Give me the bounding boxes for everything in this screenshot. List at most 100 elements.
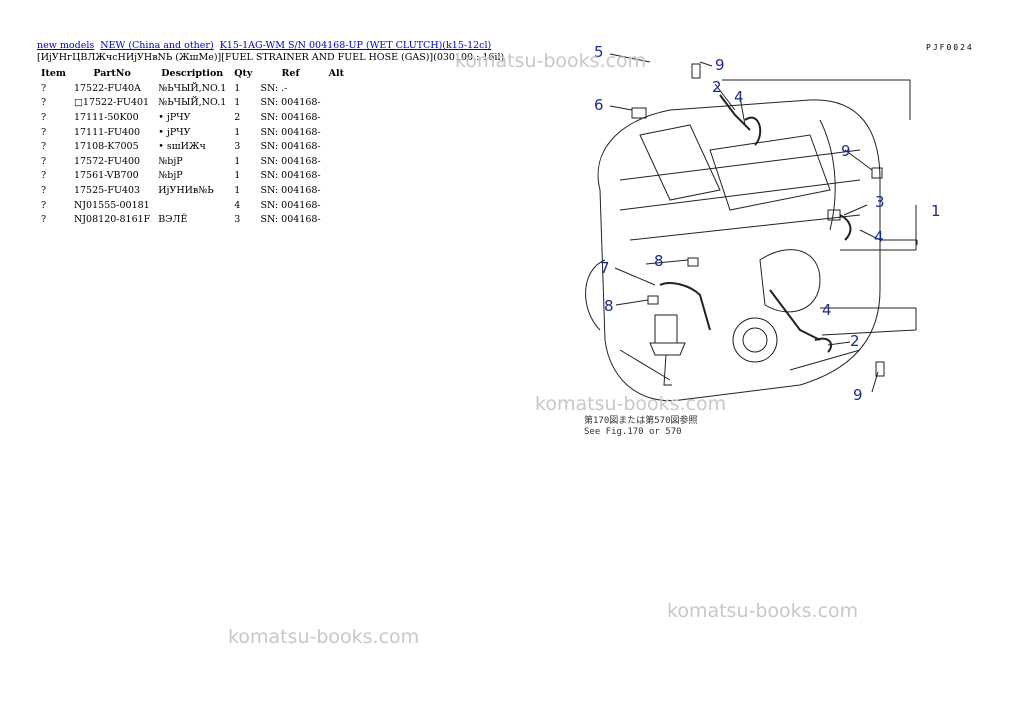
watermark: komatsu-books.com: [667, 600, 859, 622]
callout-9-top: 9: [715, 56, 725, 74]
callout-9-bottom: 9: [853, 386, 863, 404]
row-description: ВЭЛЁ: [158, 214, 188, 226]
row-ref: SN: 004168-: [260, 141, 321, 153]
table-row: ? 17572-FU400 №bjР 1 SN: 004168-: [37, 154, 348, 169]
row-partno: NJ01555-00181: [73, 199, 150, 211]
callout-8-upper: 8: [654, 252, 664, 270]
row-alt: [325, 139, 348, 154]
row-description: №bjР: [158, 170, 183, 182]
row-partno: 17572-FU400: [73, 155, 141, 167]
row-qty: 3: [234, 141, 241, 153]
row-item: ?: [41, 82, 47, 94]
callout-4-right: 4: [874, 228, 884, 246]
row-qty: 1: [234, 184, 241, 196]
table-row: ? NJ01555-00181 4 SN: 004168-: [37, 198, 348, 213]
breadcrumb-link-new-models[interactable]: new models: [37, 40, 95, 51]
row-ref: SN: 004168-: [260, 184, 321, 196]
row-ref: SN: 004168-: [260, 170, 321, 182]
breadcrumb-link-new-china[interactable]: NEW (China and other): [100, 40, 214, 51]
row-alt: [325, 96, 348, 111]
row-description: • jРЧУ: [158, 126, 191, 138]
callout-5: 5: [594, 43, 604, 61]
row-partno: NJ08120-8161F: [73, 214, 151, 226]
callout-8-lower: 8: [604, 297, 614, 315]
row-item: ?: [41, 214, 47, 226]
row-partno: 17561-VB700: [73, 170, 139, 182]
callout-2-top: 2: [712, 78, 722, 96]
row-qty: 4: [234, 199, 241, 211]
row-alt: [325, 154, 348, 169]
row-qty: 2: [234, 111, 241, 123]
table-row: ? 17525-FU403 ИјУНИв№Ь 1 SN: 004168-: [37, 183, 348, 198]
row-description: • ѕшИЖч: [158, 141, 206, 153]
row-qty: 1: [234, 155, 241, 167]
row-ref: SN: 004168-: [260, 111, 321, 123]
row-partno: 17111-50K00: [73, 111, 139, 123]
table-row: ? □17522-FU401 №ЬЧЫЙ,NO.1 1 SN: 004168-: [37, 96, 348, 111]
callout-1: 1: [931, 202, 941, 220]
row-ref: SN: 004168-: [260, 214, 321, 226]
page-code: PJF0024: [926, 43, 974, 52]
table-header-row: Item PartNo Description Qty Ref Alt: [37, 66, 348, 81]
watermark: komatsu-books.com: [228, 626, 420, 648]
row-partno: □17522-FU401: [73, 97, 150, 109]
table-row: ? 17522-FU40A №ЬЧЫЙ,NO.1 1 SN: .-: [37, 81, 348, 96]
callout-6: 6: [594, 96, 604, 114]
row-description: ИјУНИв№Ь: [158, 184, 214, 196]
watermark: komatsu-books.com: [455, 50, 647, 72]
col-partno-header: PartNo: [93, 68, 131, 79]
breadcrumb: new models NEW (China and other) K15-1AG…: [37, 40, 494, 51]
callout-7: 7: [600, 259, 610, 277]
col-ref-header: Ref: [281, 68, 300, 79]
row-description: [154, 198, 230, 213]
row-item: ?: [41, 199, 47, 211]
row-alt: [325, 212, 348, 227]
row-ref: SN: 004168-: [260, 97, 321, 109]
table-row: ? NJ08120-8161F ВЭЛЁ 3 SN: 004168-: [37, 212, 348, 227]
callout-9-right: 9: [841, 142, 851, 160]
row-description: №ЬЧЫЙ,NO.1: [158, 82, 227, 94]
row-partno: 17111-FU400: [73, 126, 141, 138]
row-alt: [325, 183, 348, 198]
row-item: ?: [41, 170, 47, 182]
row-partno: 17522-FU40A: [73, 82, 141, 94]
page-subtitle: [ИјУНгЦВЛЖчсНИјУНвNЬ (ЖшМе)][FUEL STRAIN…: [37, 52, 505, 63]
row-item: ?: [41, 97, 47, 109]
row-alt: [325, 81, 348, 96]
table-row: ? 17561-VB700 №bjР 1 SN: 004168-: [37, 169, 348, 184]
row-qty: 1: [234, 82, 241, 94]
callout-3: 3: [875, 193, 885, 211]
row-ref: SN: 004168-: [260, 199, 321, 211]
parts-table: Item PartNo Description Qty Ref Alt ? 175…: [37, 66, 348, 227]
row-qty: 1: [234, 126, 241, 138]
col-item-header: Item: [41, 68, 66, 79]
row-description: №ЬЧЫЙ,NO.1: [158, 97, 227, 109]
row-alt: [325, 110, 348, 125]
row-qty: 1: [234, 170, 241, 182]
row-alt: [325, 125, 348, 140]
col-alt-header: Alt: [328, 68, 345, 79]
row-partno: 17525-FU403: [73, 184, 141, 196]
watermark: komatsu-books.com: [535, 393, 727, 415]
exploded-parts-diagram: 5 9 2 4 6 9 3 1 4 8 7 8 4 2 9 第170図または第5…: [584, 43, 941, 437]
row-item: ?: [41, 126, 47, 138]
col-qty-header: Qty: [234, 68, 253, 79]
row-item: ?: [41, 155, 47, 167]
row-alt: [325, 169, 348, 184]
note-jp: 第170図または第570図参照: [584, 414, 698, 426]
row-partno: 17108-K7005: [73, 141, 139, 153]
row-description: №bjР: [158, 155, 183, 167]
row-ref: SN: 004168-: [260, 155, 321, 167]
callout-4-lower: 4: [822, 301, 832, 319]
note-en: See Fig.170 or 570: [584, 427, 682, 437]
row-qty: 1: [234, 97, 241, 109]
breadcrumb-link-model[interactable]: K15-1AG-WM S/N 004168-UP (WET CLUTCH)(k1…: [219, 40, 492, 51]
col-description-header: Description: [161, 68, 224, 79]
row-item: ?: [41, 111, 47, 123]
row-qty: 3: [234, 214, 241, 226]
row-ref: SN: .-: [260, 82, 288, 94]
row-item: ?: [41, 184, 47, 196]
